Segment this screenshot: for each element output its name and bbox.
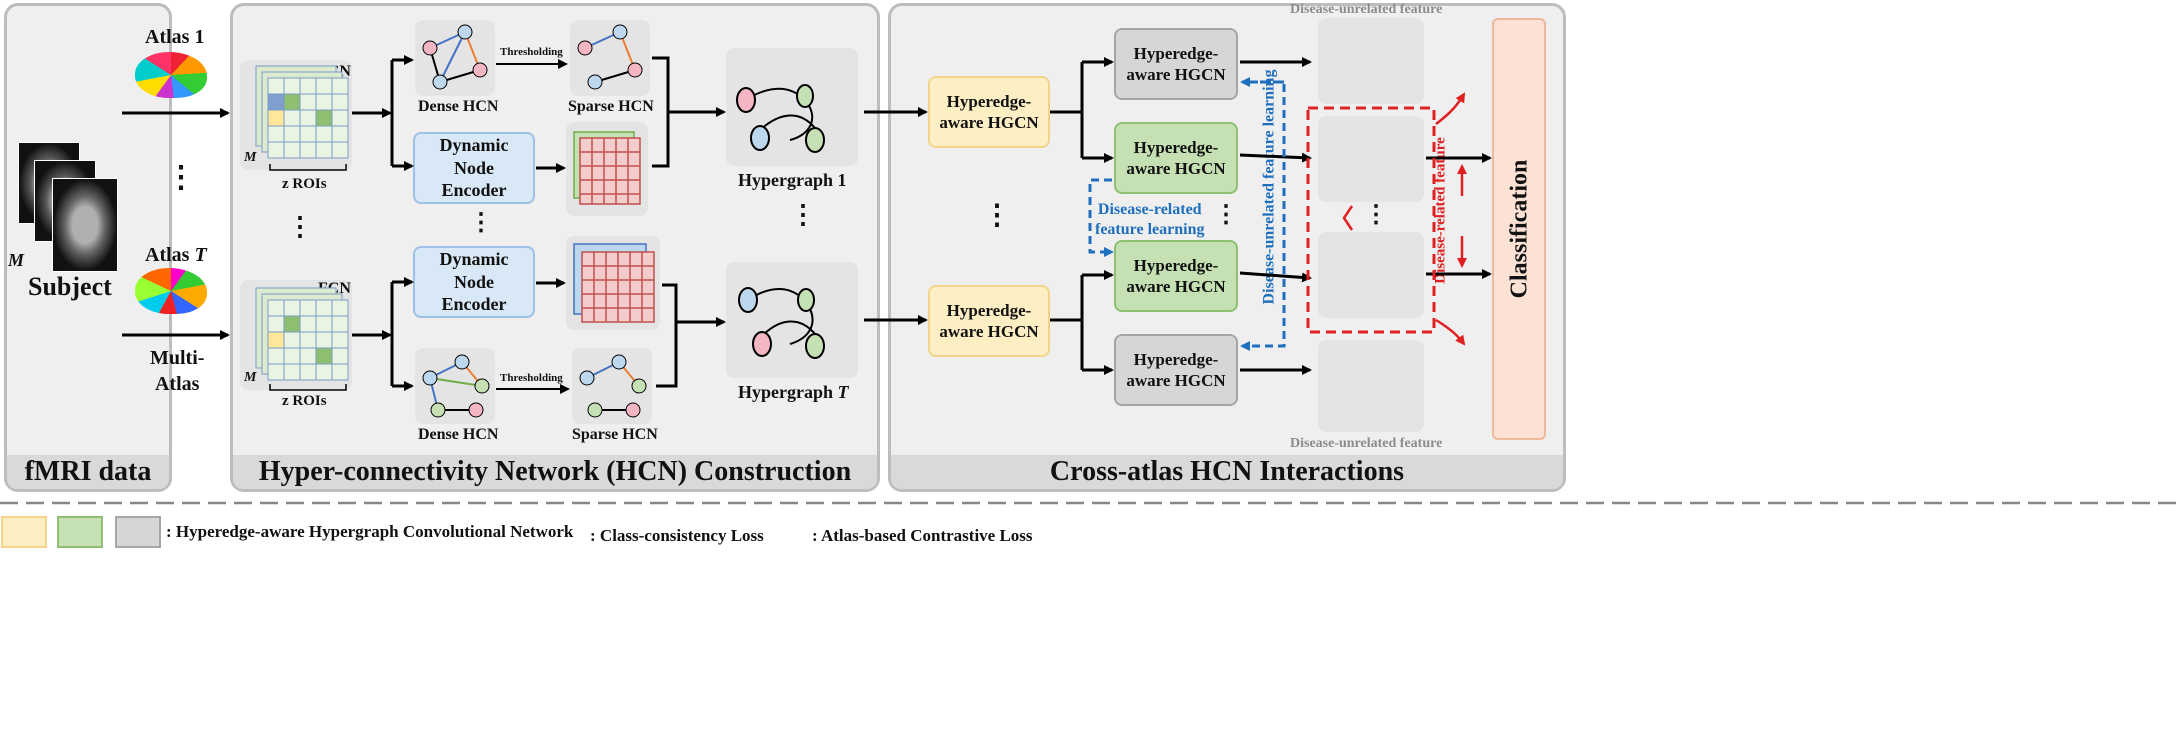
brain-atlas-1-icon [135, 52, 207, 98]
hgcn-box-atlas-1: Hyperedge- aware HGCN [928, 76, 1050, 148]
atlas-t-prefix: Atlas [145, 244, 190, 266]
legend-swatch-green [57, 516, 103, 548]
dense-hcn-label-t: Dense HCN [418, 426, 499, 443]
hgcn-box-atlas-t: Hyperedge- aware HGCN [928, 285, 1050, 357]
sparse-hcn-label-t: Sparse HCN [572, 426, 658, 443]
sparse-hcn-graph-t [579, 354, 647, 418]
hgcn-related-1: Hyperedge- aware HGCN [1114, 122, 1238, 194]
atlas-t-label: Atlas T [145, 244, 207, 267]
classification-box: Classification [1492, 18, 1546, 440]
fcn-m-label-1: M [244, 150, 257, 165]
unrelated-feature-thumb-1 [1318, 18, 1424, 104]
hgcn-label: Hyperedge- aware HGCN [939, 91, 1039, 132]
sparse-hcn-label-1: Sparse HCN [568, 98, 654, 115]
hypergraph-1-label: Hypergraph 1 [738, 170, 847, 190]
fcn-m-label-t: M [244, 370, 257, 385]
hgcn-label: Hyperedge- aware HGCN [1126, 43, 1226, 84]
fcn-branch-arrows [352, 55, 726, 394]
subject-m-label: M [8, 250, 25, 270]
mri-slice-stack [18, 142, 118, 272]
dynamic-node-encoder-1: Dynamic Node Encoder [413, 132, 535, 204]
hgcn-label: Hyperedge- aware HGCN [1126, 137, 1226, 178]
cross-atlas-title: Cross-atlas HCN Interactions [891, 455, 1563, 489]
feature-dots: ⋮ [1364, 202, 1388, 228]
legend-swatch-gray [115, 516, 161, 548]
encoder-label-1: Dynamic Node Encoder [439, 135, 509, 201]
hgcn-label: Hyperedge- aware HGCN [939, 300, 1039, 341]
hgcn-unrelated-1: Hyperedge- aware HGCN [1114, 28, 1238, 100]
atlas-arrows [122, 108, 230, 340]
disease-unrelated-feature-label-bottom: Disease-unrelated feature [1290, 436, 1443, 451]
hgcn-inner-dots: ⋮ [1214, 202, 1238, 228]
thresholding-label-1: Thresholding [500, 46, 563, 58]
legend-swatch-yellow [1, 516, 47, 548]
unrelated-feature-thumb-t [1318, 340, 1424, 432]
hgcn-dots: ⋮ [983, 200, 1011, 231]
legend-contrastive-loss-text: : Atlas-based Contrastive Loss [812, 526, 1033, 545]
mri-slice [52, 178, 118, 272]
hgcn-label: Hyperedge- aware HGCN [1126, 349, 1226, 390]
legend-hgcn-text: : Hyperedge-aware Hypergraph Convolution… [166, 522, 574, 541]
hcn-construction-title: Hyper-connectivity Network (HCN) Constru… [233, 455, 877, 489]
learning-arrows [1088, 77, 1286, 351]
hypergraph-t-suffix: T [837, 382, 849, 402]
disease-unrelated-feature-label-top: Disease-unrelated feature [1290, 2, 1443, 17]
encoder-dots: ⋮ [469, 210, 493, 236]
fcn-rois-label-1: z ROIs [282, 176, 327, 192]
hgcn-label: Hyperedge- aware HGCN [1126, 255, 1226, 296]
encoder-label-t: Dynamic Node Encoder [439, 249, 509, 315]
node-feature-grid-1 [573, 131, 641, 205]
subject-label: Subject [28, 272, 112, 301]
hypergraph-t-prefix: Hypergraph [738, 382, 834, 402]
hypergraph-t-thumb [726, 262, 858, 378]
atlas-dots: ⋮ [166, 161, 196, 194]
dense-hcn-label-1: Dense HCN [418, 98, 499, 115]
fcn-rois-label-t: z ROIs [282, 393, 327, 409]
loss-arrows [1342, 92, 1467, 346]
hypergraph-t-sketch [738, 287, 825, 359]
hgcn-unrelated-t: Hyperedge- aware HGCN [1114, 334, 1238, 406]
cross-atlas-arrows [864, 57, 1492, 375]
atlas-t-suffix: T [194, 244, 207, 266]
fcn-matrix-grid-1 [255, 65, 349, 159]
dense-hcn-graph-t [422, 354, 490, 418]
brain-atlas-t-icon [135, 268, 207, 314]
hgcn-related-t: Hyperedge- aware HGCN [1114, 240, 1238, 312]
dense-hcn-thumb-1 [415, 20, 495, 96]
dynamic-node-encoder-t: Dynamic Node Encoder [413, 246, 535, 318]
disease-related-learning-label: Disease-related feature learning [1095, 201, 1205, 238]
hypergraph-dots: ⋮ [790, 200, 816, 229]
related-feature-thumb-t [1318, 232, 1424, 318]
sparse-hcn-graph-1 [577, 24, 643, 90]
disease-related-feature-box [1306, 106, 1436, 334]
fcn-dots: ⋮ [287, 212, 313, 241]
fmri-panel-title: fMRI data [7, 455, 169, 489]
hypergraph-1-sketch [736, 84, 825, 153]
node-feature-grid-t [573, 243, 655, 323]
thresholding-label-t: Thresholding [500, 372, 563, 384]
fcn-matrix-grid-t [255, 287, 349, 381]
legend-class-loss-text: : Class-consistency Loss [590, 526, 764, 545]
multi-atlas-label: Multi- Atlas [150, 347, 205, 395]
atlas-1-label: Atlas 1 [145, 26, 205, 48]
dense-hcn-graph-1 [422, 24, 488, 90]
related-feature-thumb-1 [1318, 116, 1424, 202]
hypergraph-t-label: Hypergraph T [738, 382, 849, 403]
sparse-hcn-thumb-1 [570, 20, 650, 96]
